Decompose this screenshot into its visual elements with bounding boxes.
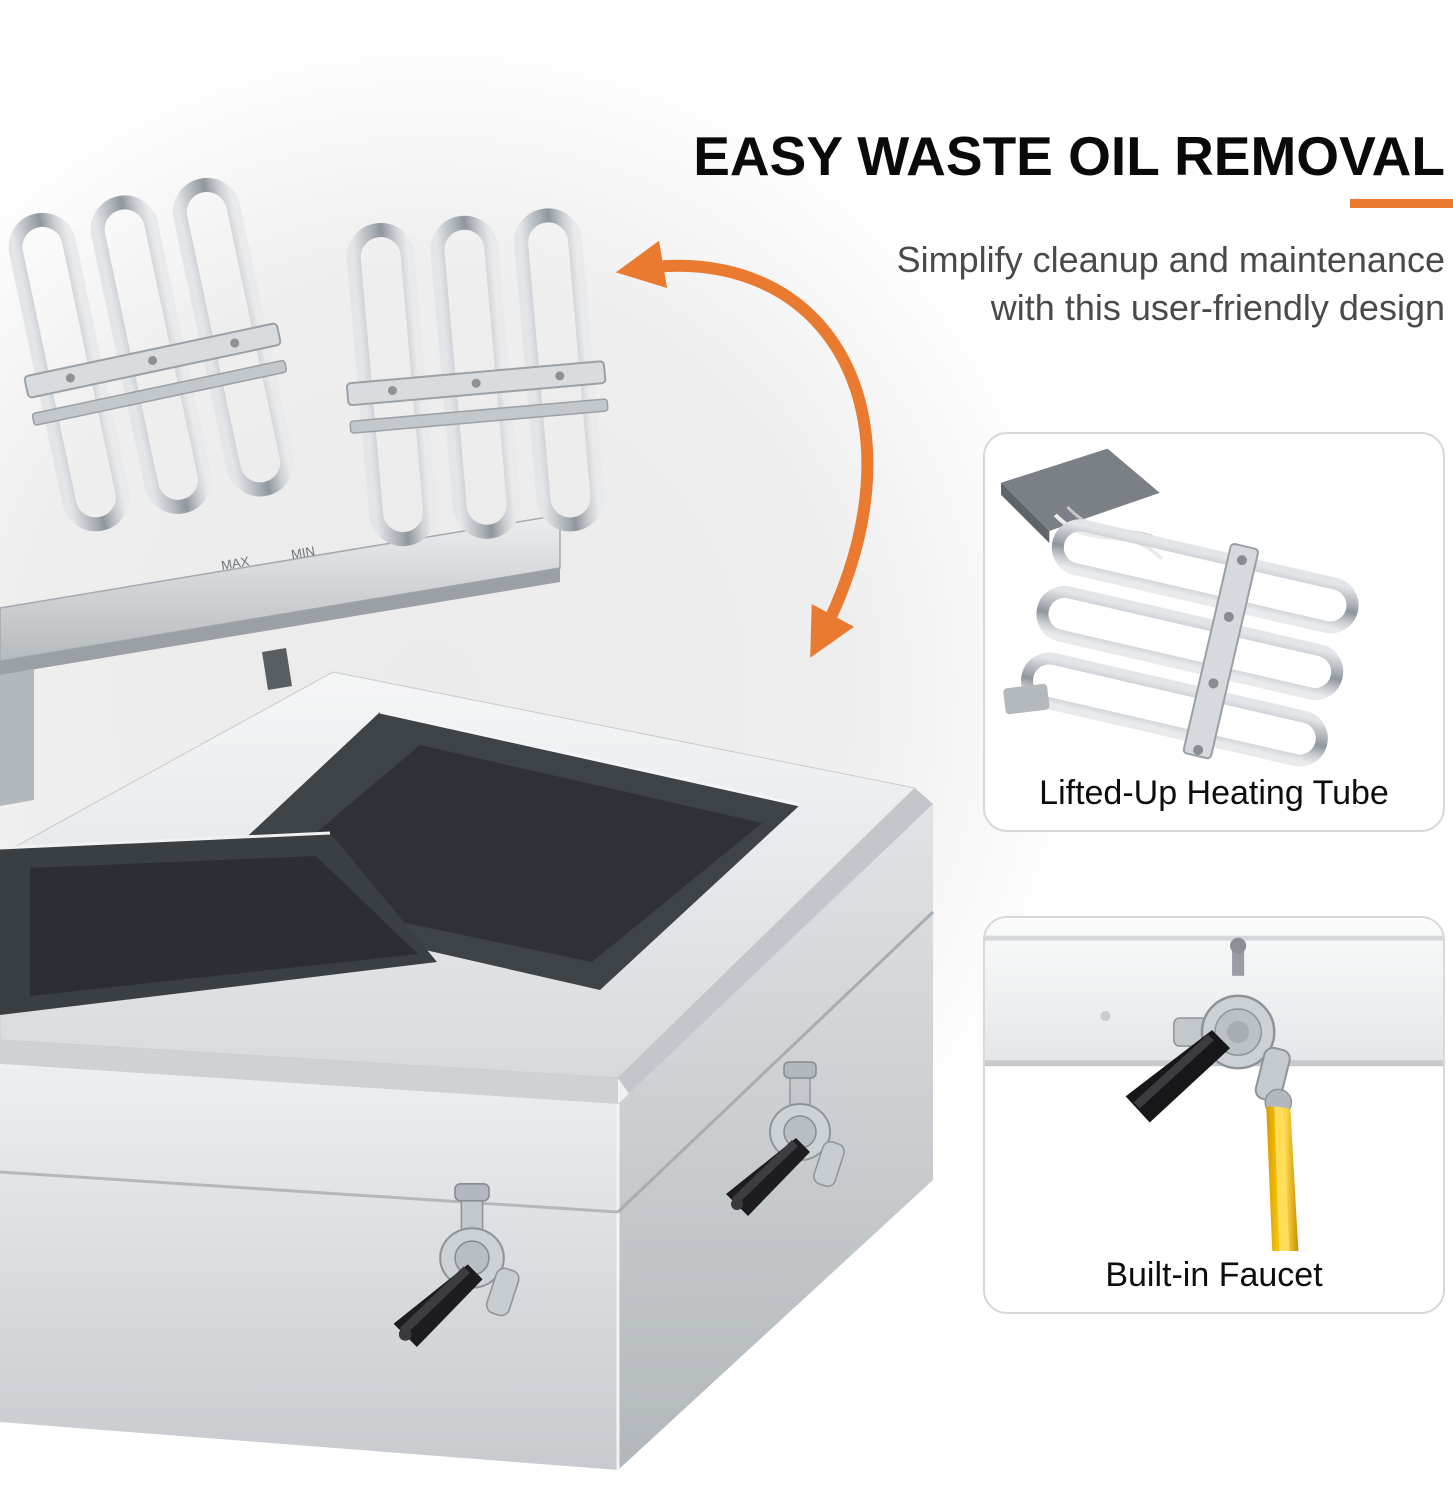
- max-engraving: MAX: [220, 553, 251, 572]
- mount-panel: [1001, 448, 1160, 544]
- rim-edge-bands: [0, 788, 933, 1104]
- oil-stream: [1266, 1106, 1299, 1252]
- subtitle: Simplify cleanup and maintenance with th…: [897, 236, 1445, 331]
- heating-tube-element: [1003, 519, 1359, 767]
- built-in-faucet: [1125, 937, 1299, 1252]
- feature-caption-faucet: Built-in Faucet: [1105, 1255, 1323, 1294]
- faucet-photo: [985, 919, 1443, 1252]
- feature-caption-heating-tube: Lifted-Up Heating Tube: [1039, 773, 1389, 812]
- heating-tube-photo: [1001, 448, 1359, 767]
- fryer-tank-left: [0, 831, 437, 1015]
- heating-element-left: [0, 176, 327, 613]
- subtitle-line-2: with this user-friendly design: [990, 286, 1445, 328]
- headline: EASY WASTE OIL REMOVAL: [693, 125, 1445, 187]
- fryer-product-photo: MAX MIN: [0, 100, 935, 1470]
- headline-accent-bar: [1350, 199, 1453, 208]
- feature-card-faucet: Built-in Faucet: [983, 916, 1445, 1314]
- subtitle-line-1: Simplify cleanup and maintenance: [896, 239, 1445, 280]
- feature-card-heating-tube: Lifted-Up Heating Tube: [983, 432, 1445, 832]
- curved-arrow-icon: [615, 240, 874, 658]
